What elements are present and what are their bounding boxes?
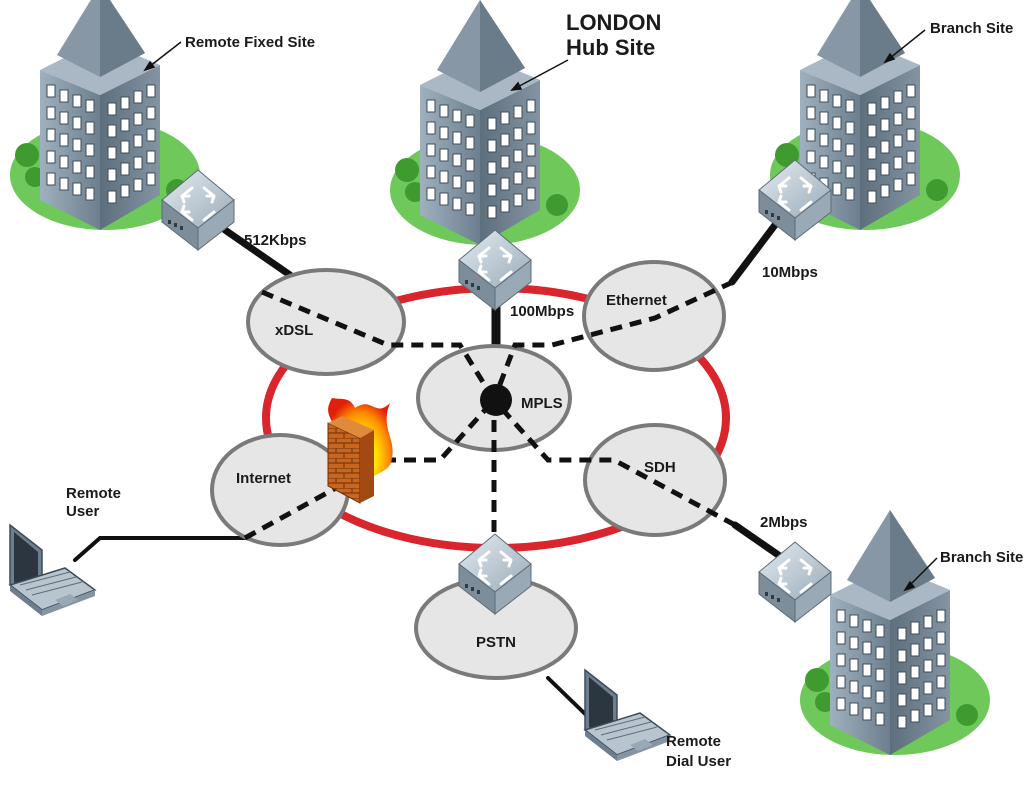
- dash-sdh: [492, 398, 737, 528]
- label-mpls: MPLS: [521, 395, 563, 412]
- mpls-core-icon: [480, 384, 512, 416]
- label-dial-user-line1: Remote: [666, 733, 721, 750]
- laptop-icon-remote-user: [9, 524, 96, 617]
- laptop-icon-dial-user: [584, 669, 671, 762]
- building-icon-hub: [389, 0, 581, 246]
- label-remote-user-line1: Remote: [66, 485, 121, 502]
- label-sdh: SDH: [644, 459, 676, 476]
- router-icon-branch-bottom: [757, 540, 833, 624]
- cloud-xdsl: [246, 268, 406, 376]
- link-remote-user: [73, 536, 247, 562]
- link-branch-top: [728, 221, 779, 286]
- label-speed-2mbps: 2Mbps: [760, 514, 808, 531]
- dash-internet: [243, 398, 496, 541]
- label-xdsl: xDSL: [275, 322, 313, 339]
- label-speed-100mbps: 100Mbps: [510, 303, 574, 320]
- label-speed-512kbps: 512Kbps: [244, 232, 307, 249]
- label-branch-site-top: Branch Site: [930, 20, 1013, 37]
- label-remote-fixed-site: Remote Fixed Site: [185, 34, 315, 51]
- dashed-links: [243, 279, 737, 545]
- firewall-icon: [327, 398, 393, 504]
- label-pstn: PSTN: [476, 634, 516, 651]
- label-remote-user-line2: User: [66, 503, 100, 520]
- hub-title-line2: Hub Site: [566, 35, 655, 60]
- dash-ethernet: [491, 279, 735, 401]
- building-icon-branch-bottom: [799, 509, 991, 756]
- callout-pointers: [143, 29, 938, 592]
- label-branch-site-bottom: Branch Site: [940, 549, 1023, 566]
- dash-xdsl: [261, 289, 497, 402]
- link-remote-fixed: [221, 226, 294, 279]
- label-dial-user-line2: Dial User: [666, 753, 731, 770]
- label-speed-10mbps: 10Mbps: [762, 264, 818, 281]
- label-internet: Internet: [236, 470, 291, 487]
- label-ethernet: Ethernet: [606, 292, 667, 309]
- hub-title-line1: LONDON: [566, 10, 661, 35]
